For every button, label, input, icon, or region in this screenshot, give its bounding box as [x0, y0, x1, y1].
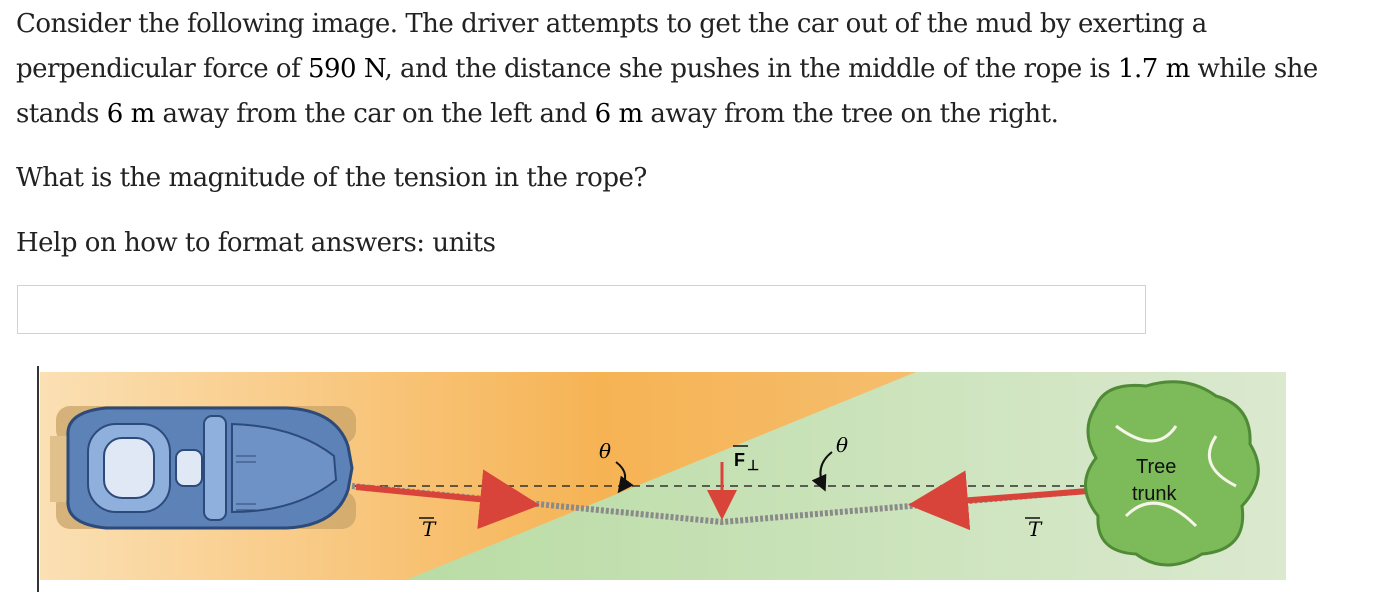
help-text: Help on how to format answers: — [16, 228, 433, 258]
units-help-link[interactable]: units — [432, 228, 496, 258]
tension-label-left: T — [422, 517, 437, 541]
tree-label-line-2: trunk — [1132, 483, 1177, 505]
tension-label-right: T — [1028, 517, 1043, 541]
force-subscript: ⊥ — [747, 457, 759, 473]
question-text: Consider the following image. The driver… — [16, 2, 1361, 137]
question-prompt: What is the magnitude of the tension in … — [16, 163, 647, 193]
car-distance-value: 6 m — [106, 99, 155, 129]
tree-label-line-1: Tree — [1136, 456, 1176, 478]
question-line-1: Consider the following image. The driver… — [16, 9, 1207, 39]
force-label: F — [734, 450, 745, 470]
force-value: 590 N — [307, 54, 385, 84]
angle-arc-left — [615, 461, 634, 494]
angle-label-left: θ — [599, 439, 611, 463]
help-line: Help on how to format answers: units — [16, 223, 496, 263]
tree-distance-value: 6 m — [594, 99, 643, 129]
angle-label-right: θ — [836, 433, 848, 457]
question-line-2: perpendicular force of 590 N, and the di… — [16, 54, 1318, 84]
tension-arrow-left — [355, 469, 540, 530]
push-distance-value: 1.7 m — [1117, 54, 1190, 84]
grass-ground — [406, 372, 1286, 580]
angle-arc-right — [811, 451, 833, 492]
tree-trunk — [1084, 380, 1260, 567]
question-line-3: stands 6 m away from the car on the left… — [16, 99, 1059, 129]
car — [66, 406, 354, 530]
answer-input[interactable] — [17, 285, 1146, 334]
rope-tension-figure: T T θ θ F ⊥ Tree trunk — [36, 366, 1286, 592]
